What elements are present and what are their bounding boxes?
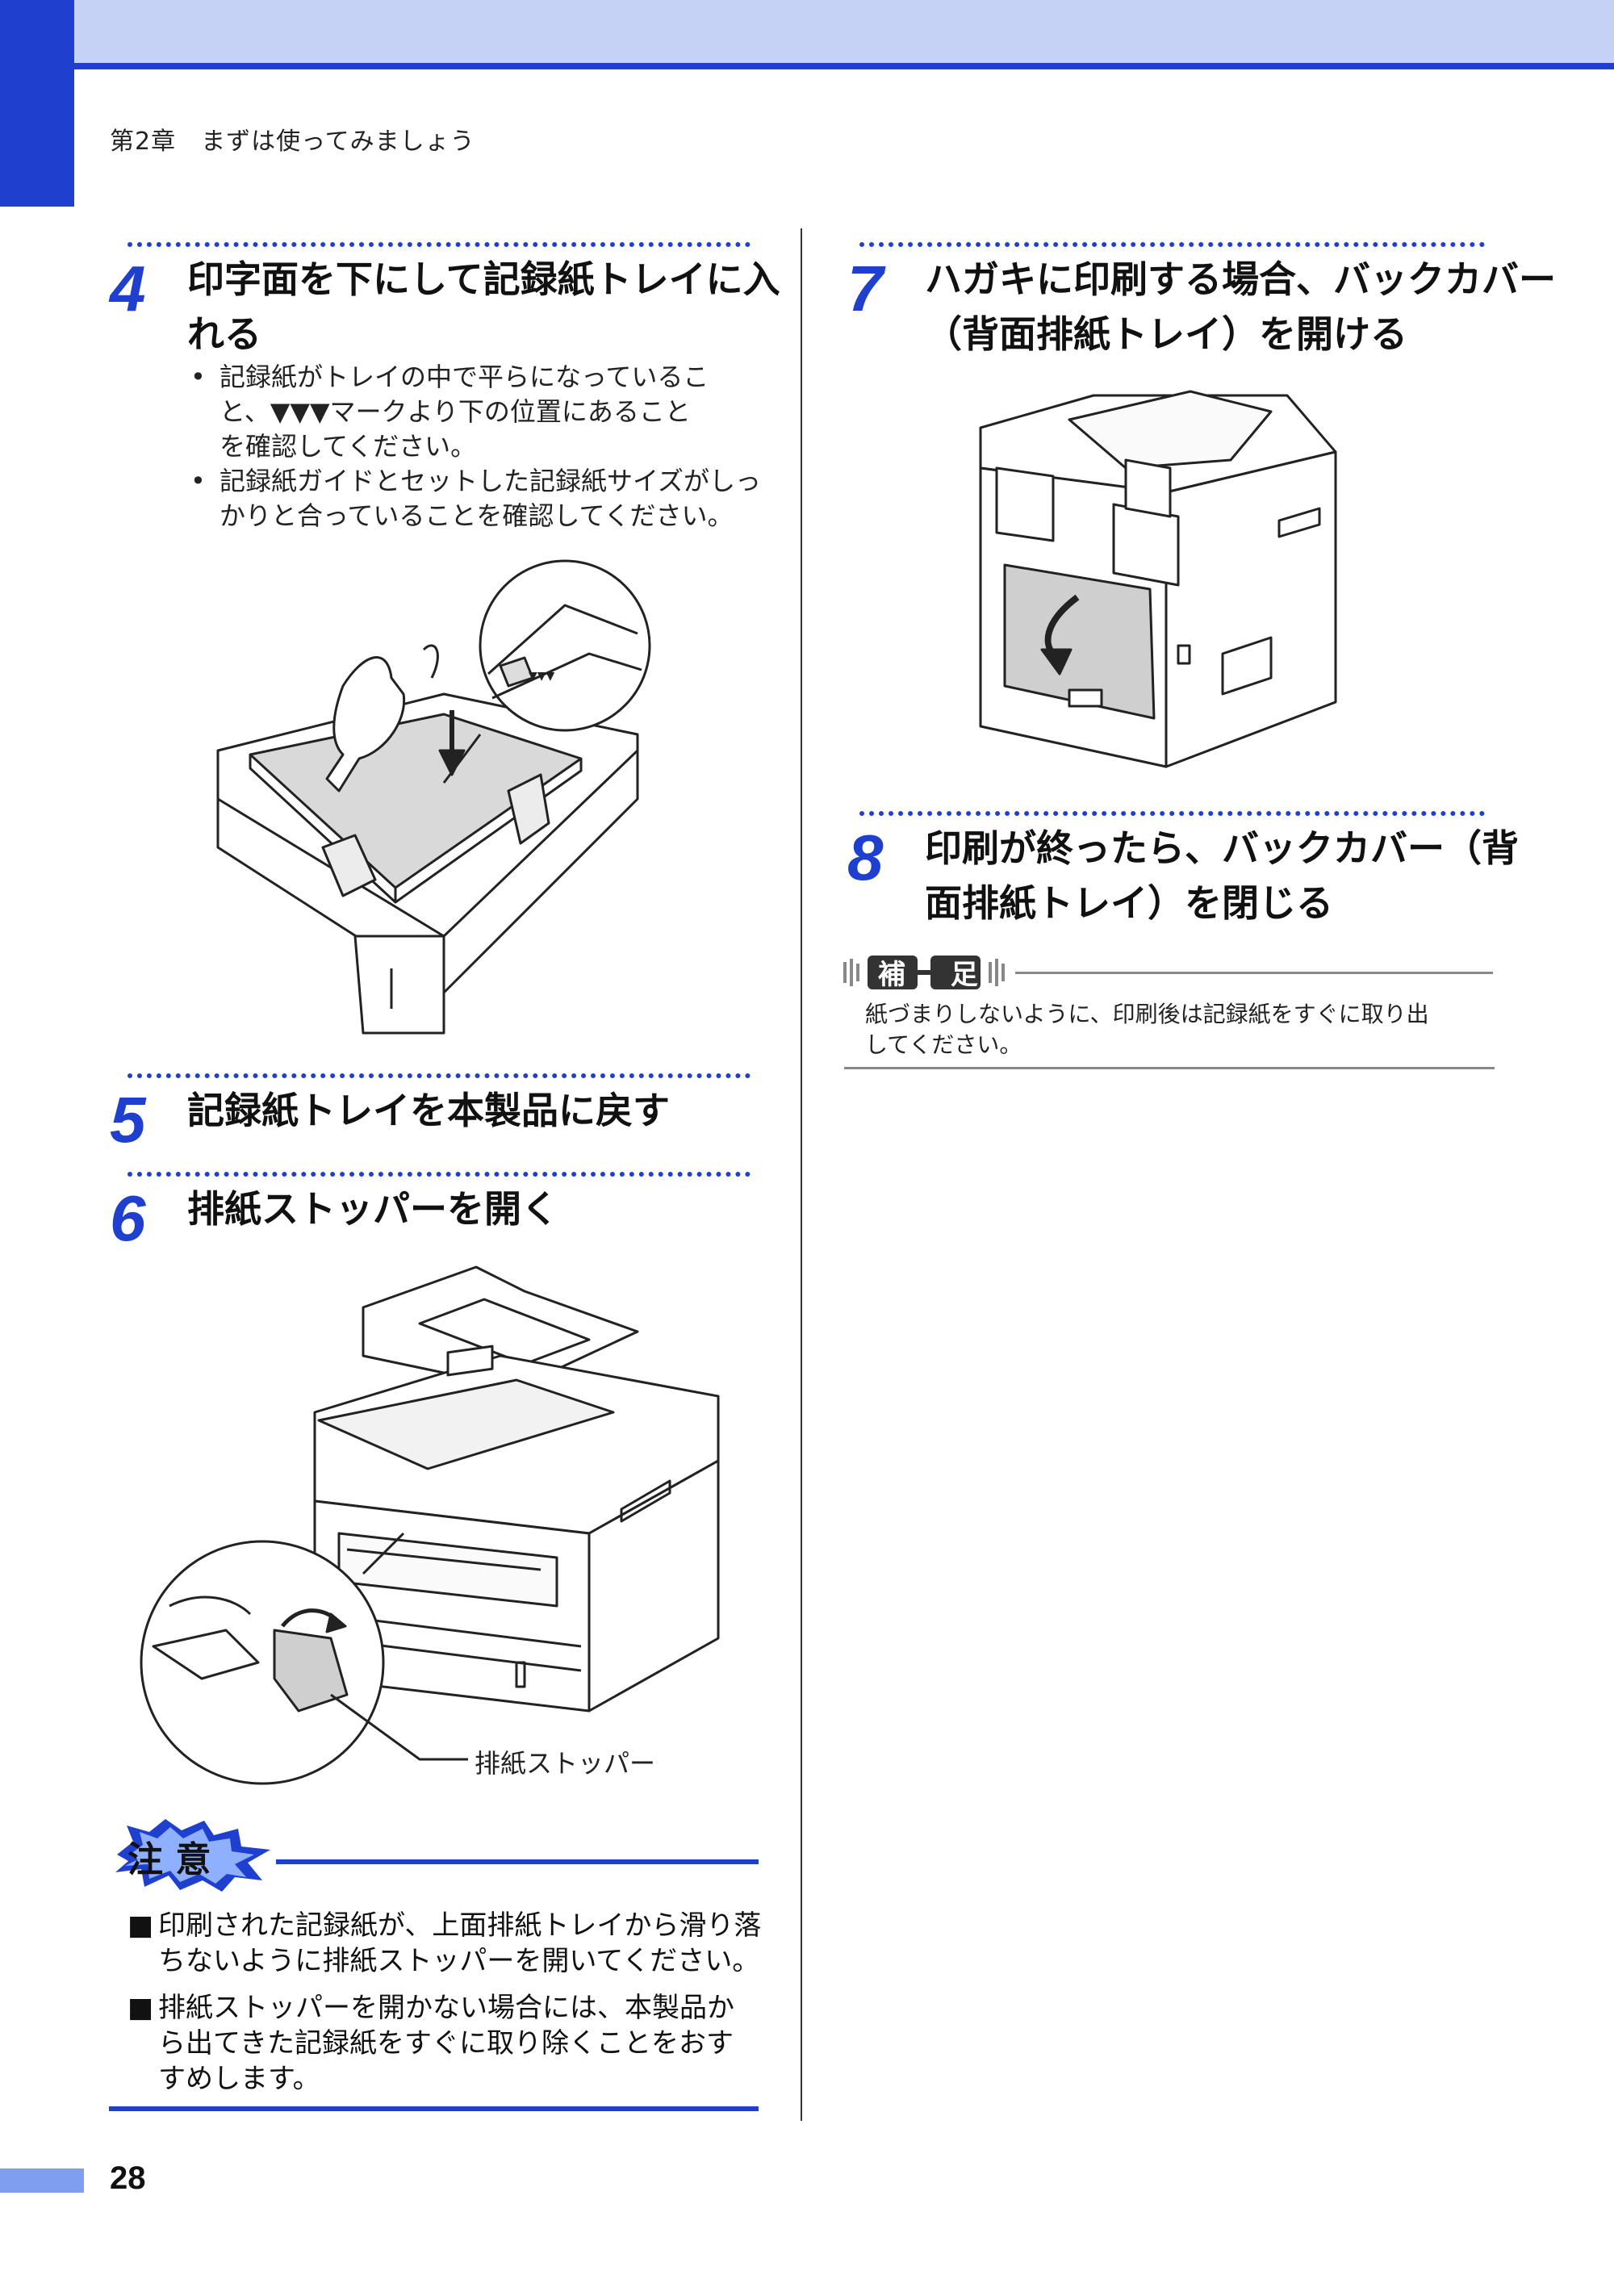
caution-label: 注 意 bbox=[128, 1839, 211, 1880]
caution-bottom-rule bbox=[109, 2106, 759, 2111]
step-title-line: 面排紙トレイ）を閉じる bbox=[925, 881, 1333, 925]
bullet-line: かりと合っていることを確認してください。 bbox=[220, 500, 734, 531]
step-title-line: ハガキに印刷する場合、バックカバー bbox=[925, 257, 1556, 301]
step-title-line: （背面排紙トレイ）を開ける bbox=[925, 312, 1407, 356]
step-divider bbox=[859, 811, 1485, 816]
step-title: 排紙ストッパーを開く bbox=[187, 1187, 558, 1231]
paper-tray-illustration: ▼▼▼ bbox=[216, 559, 651, 1035]
bullet-item: 記録紙ガイドとセットした記録紙サイズがしっ かりと合っていることを確認してくださ… bbox=[187, 464, 784, 533]
note-badge bbox=[843, 956, 1005, 989]
step-number: 4 bbox=[110, 253, 146, 324]
triangle-marks: ▼▼▼ bbox=[529, 670, 555, 683]
step-number: 6 bbox=[110, 1182, 146, 1254]
square-bullet-icon: ■ bbox=[128, 1909, 154, 1942]
printer-front-illustration bbox=[140, 1265, 720, 1785]
step-number: 5 bbox=[110, 1084, 146, 1156]
header-rule bbox=[0, 63, 1614, 69]
step-title: ハガキに印刷する場合、バックカバー （背面排紙トレイ）を開ける bbox=[925, 252, 1556, 362]
bullet-line: を確認してください。 bbox=[220, 431, 477, 462]
caution-line: ちないように排紙ストッパーを開いてください。 bbox=[158, 1945, 760, 1977]
page-number-bar bbox=[0, 2168, 84, 2193]
step-divider bbox=[128, 1172, 751, 1177]
chapter-heading: 第2章 まずは使ってみましょう bbox=[110, 128, 475, 156]
caution-line: 排紙ストッパーを開かない場合には、本製品か bbox=[158, 1992, 734, 2024]
step-number: 8 bbox=[847, 822, 884, 893]
step-title-line: 印刷が終ったら、バックカバー（背 bbox=[925, 826, 1519, 870]
step-divider bbox=[128, 242, 751, 247]
bullet-item: 記録紙がトレイの中で平らになっているこ と、▼▼▼マークより下の位置にあること … bbox=[187, 360, 784, 464]
bullet-line: 記録紙がトレイの中で平らになっているこ bbox=[220, 362, 709, 392]
caution-text: ■ 印刷された記録紙が、上面排紙トレイから滑り落 ちないように排紙ストッパーを開… bbox=[128, 1908, 765, 2108]
stopper-callout: 排紙ストッパー bbox=[475, 1748, 656, 1779]
note-rule bbox=[1015, 972, 1493, 974]
note-label: 補 足 bbox=[878, 959, 996, 991]
column-divider bbox=[801, 228, 802, 2121]
step-title: 印字面を下にして記録紙トレイに入 れる bbox=[187, 252, 780, 362]
step-number: 7 bbox=[847, 253, 884, 324]
caution-line: すめします。 bbox=[158, 2063, 320, 2095]
page-number: 28 bbox=[110, 2160, 146, 2196]
square-bullet-icon: ■ bbox=[128, 1992, 154, 2024]
note-line: してください。 bbox=[865, 1031, 1022, 1058]
note-line: 紙づまりしないように、印刷後は記録紙をすぐに取り出 bbox=[865, 1001, 1429, 1027]
step-title-line: れる bbox=[187, 312, 261, 356]
bullet-line: と、▼▼▼マークより下の位置にあること bbox=[220, 396, 691, 427]
header-band bbox=[0, 0, 1614, 63]
caution-rule bbox=[276, 1859, 759, 1864]
step-title-line: 印字面を下にして記録紙トレイに入 bbox=[187, 257, 780, 301]
caution-line: 印刷された記録紙が、上面排紙トレイから滑り落 bbox=[158, 1909, 762, 1942]
caution-item: ■ 印刷された記録紙が、上面排紙トレイから滑り落 ちないように排紙ストッパーを開… bbox=[128, 1908, 765, 1979]
step-title: 印刷が終ったら、バックカバー（背 面排紙トレイ）を閉じる bbox=[925, 821, 1519, 931]
chapter-tab bbox=[0, 0, 74, 207]
step-divider bbox=[859, 242, 1485, 247]
bullet-line: 記録紙ガイドとセットした記録紙サイズがしっ bbox=[220, 466, 762, 496]
caution-line: ら出てきた記録紙をすぐに取り除くことをおす bbox=[158, 2027, 734, 2060]
caution-badge bbox=[115, 1819, 270, 1892]
note-text: 紙づまりしないように、印刷後は記録紙をすぐに取り出 してください。 bbox=[865, 999, 1495, 1060]
step-title: 記録紙トレイを本製品に戻す bbox=[187, 1089, 670, 1132]
note-bottom-rule bbox=[844, 1067, 1495, 1069]
step-divider bbox=[128, 1073, 751, 1078]
caution-item: ■ 排紙ストッパーを開かない場合には、本製品か ら出てきた記録紙をすぐに取り除く… bbox=[128, 1990, 765, 2097]
step-bullets: 記録紙がトレイの中で平らになっているこ と、▼▼▼マークより下の位置にあること … bbox=[187, 360, 784, 533]
printer-back-illustration bbox=[979, 390, 1337, 768]
